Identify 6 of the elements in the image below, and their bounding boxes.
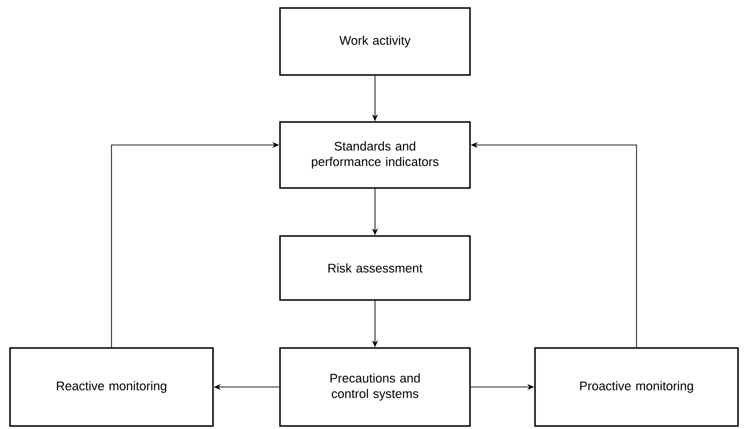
- process-box: Risk assessment: [279, 235, 471, 301]
- process-box: Work activity: [279, 7, 471, 76]
- process-box: Standards and performance indicators: [279, 121, 471, 189]
- process-box: Reactive monitoring: [9, 347, 214, 427]
- process-box: Proactive monitoring: [534, 347, 739, 427]
- process-box: Precautions and control systems: [279, 347, 471, 427]
